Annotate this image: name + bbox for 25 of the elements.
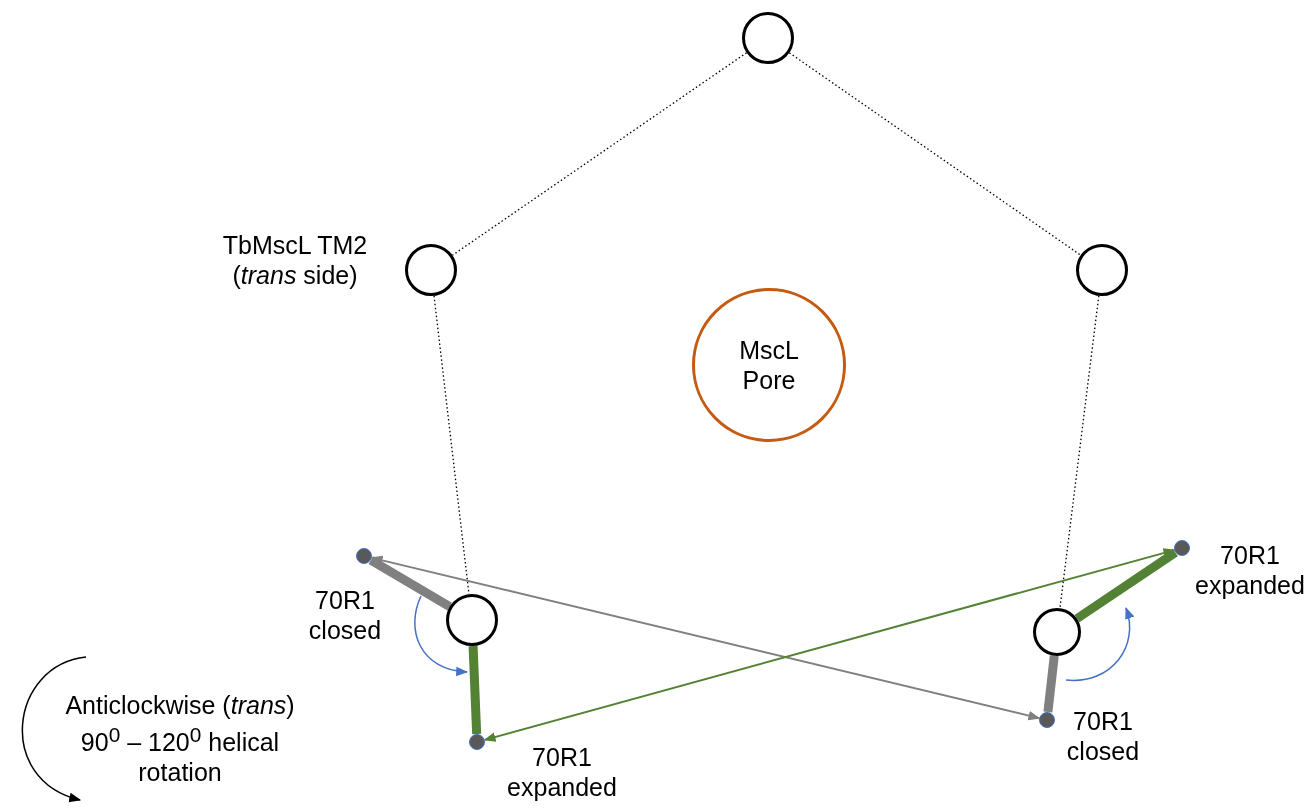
residue-label: 70R1 expanded (506, 742, 618, 802)
side-chain-bar (368, 556, 452, 611)
residue-dot (469, 734, 485, 750)
pore-label: MscL Pore (738, 335, 800, 395)
helix-circle (1076, 244, 1128, 296)
dotted-line (1059, 295, 1100, 609)
helix-circle (405, 244, 457, 296)
residue-dot (356, 548, 372, 564)
residue-label: 70R1 expanded (1195, 540, 1305, 600)
side-chain-bar (468, 645, 482, 735)
residue-dot (1039, 712, 1055, 728)
double-arrow (483, 548, 1176, 742)
residue-label: TbMscL TM2 (trans side) (221, 230, 369, 290)
residue-dot (1174, 540, 1190, 556)
dotted-line (788, 52, 1082, 256)
side-chain-bar (1074, 548, 1178, 623)
rotation-note: Anticlockwise (trans) 90$^{0}$ – 120$^{0}$ helical rotation (64, 690, 296, 788)
helix-circle (742, 12, 794, 64)
pore-circle (692, 288, 846, 442)
side-chain-bar (1043, 655, 1059, 713)
helix-circle (1033, 608, 1081, 656)
residue-label: 70R1 closed (307, 585, 383, 645)
helix-circle (446, 594, 498, 646)
residue-label: 70R1 closed (1065, 706, 1141, 766)
double-arrow (370, 555, 1041, 721)
